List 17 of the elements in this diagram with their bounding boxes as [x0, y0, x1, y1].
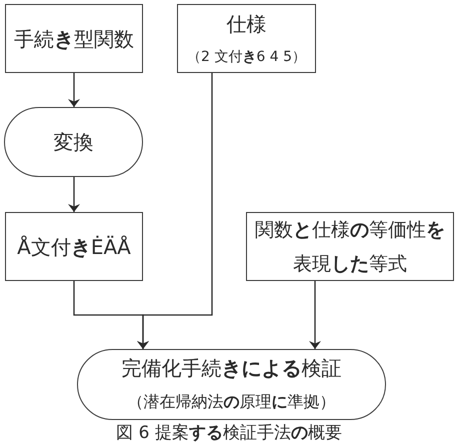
box-label: Å文付きĖÄÅ: [17, 234, 131, 260]
process-box: [177, 4, 316, 73]
figure-caption: 図 6 提案する検証手法の概要: [116, 423, 342, 443]
arrow: [68, 73, 80, 107]
box-label: 変換: [54, 129, 94, 156]
box-label: （2 文付き6 4 5）: [187, 48, 306, 66]
arrow: [68, 177, 80, 212]
box-label: 関数と仕様の等価性を表現した等式: [254, 218, 446, 276]
box-label: 完備化手続きによる検証: [122, 354, 342, 382]
arrow: [137, 73, 213, 349]
box-label: 手続き型関数: [14, 26, 134, 52]
process-box: [246, 212, 454, 281]
process-box: [5, 212, 143, 281]
box-label: （潜在帰納法の原理に準拠）: [128, 390, 336, 412]
box-label: 仕様: [226, 10, 266, 38]
arrow: [309, 281, 321, 349]
process-box: [5, 4, 143, 73]
